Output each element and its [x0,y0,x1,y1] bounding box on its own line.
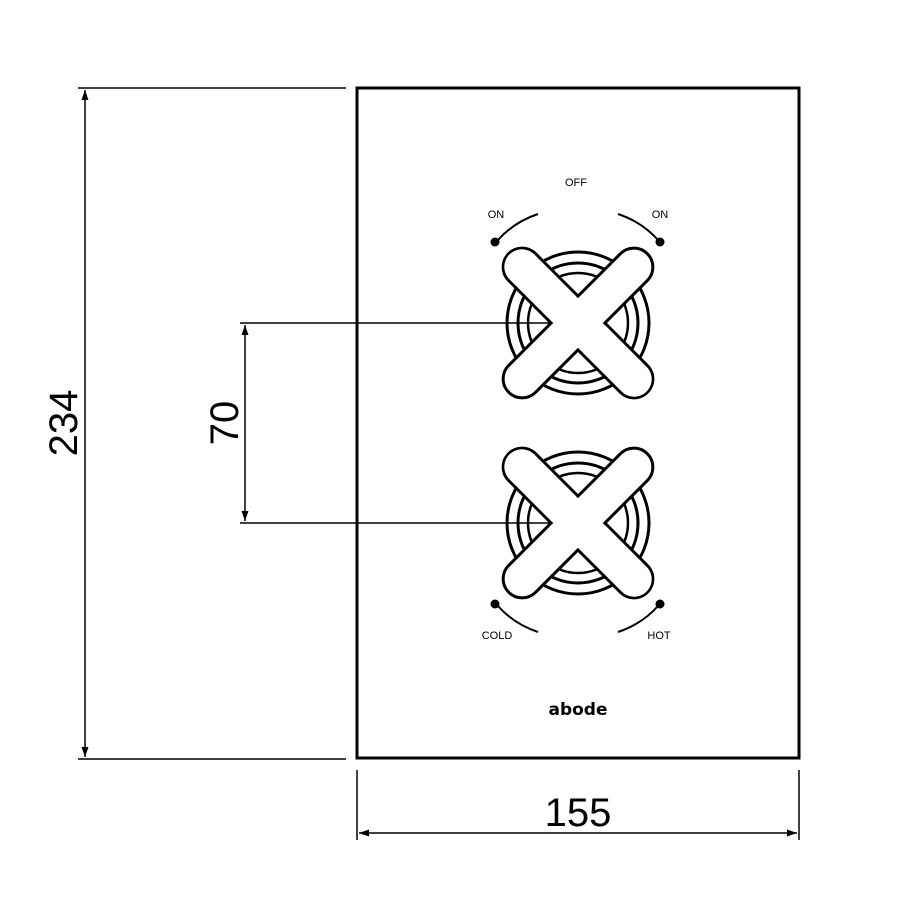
on-left-dot [490,237,500,247]
top-indicators [490,213,665,247]
bottom-indicators [490,599,665,633]
handle-spacing-dimension: 70 [203,322,568,524]
height-value: 234 [42,390,86,457]
label-hot: HOT [647,630,671,642]
on-right-dot [655,237,665,247]
brand-logo: abode [548,700,607,720]
cold-dot [490,599,500,609]
plate-outline [355,86,801,760]
label-off: OFF [565,177,587,189]
label-on-left: ON [488,209,505,221]
hot-dot [655,599,665,609]
label-on-right: ON [652,209,669,221]
height-dimension: 234 [42,87,346,760]
width-value: 155 [545,791,612,835]
handle-spacing-value: 70 [203,401,247,446]
width-dimension: 155 [356,770,800,840]
label-cold: COLD [482,630,513,642]
